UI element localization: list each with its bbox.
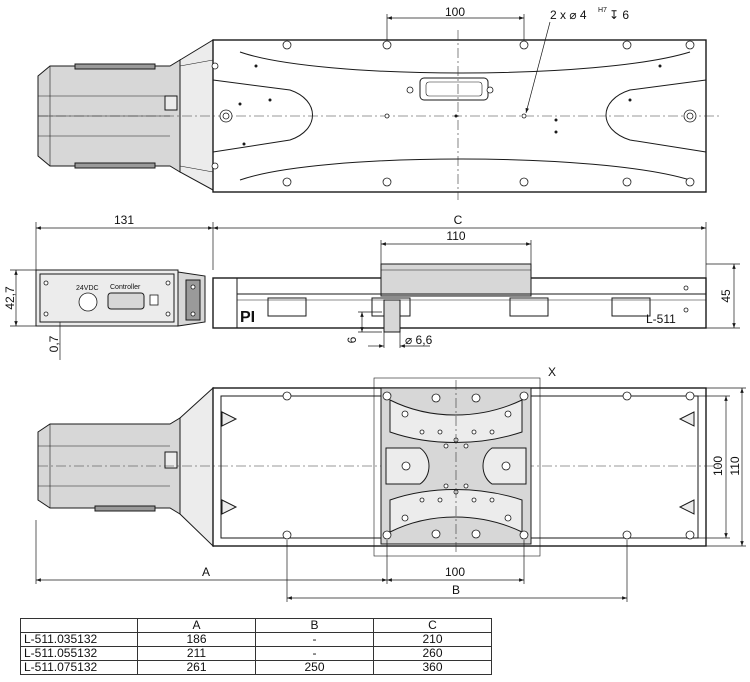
top-view: 100 2 x ⌀ 4 H7 ↧ 6 xyxy=(37,5,720,200)
dim-0-7-label: 0,7 xyxy=(47,335,61,352)
dim-42-7-label: 42,7 xyxy=(3,286,17,310)
carriage: X xyxy=(373,365,556,557)
dim-110-right-label: 110 xyxy=(728,456,742,475)
side-view: 131 C 110 24VDC Controller xyxy=(3,213,740,360)
motor-housing-top xyxy=(37,39,214,191)
table-cell-A: 261 xyxy=(137,660,256,675)
base-plate-top xyxy=(38,30,720,200)
table-row: L-511.055132 211 - 260 xyxy=(20,646,492,661)
hole-callout: 2 x ⌀ 4 H7 ↧ 6 xyxy=(525,7,629,114)
table-cell-A: 186 xyxy=(137,632,256,647)
dim-45-label: 45 xyxy=(719,289,733,303)
dim-bore-label: ⌀ 6,6 xyxy=(405,333,433,347)
dimension-table: A B C L-511.035132 186 - 210 L-511.05513… xyxy=(20,618,492,675)
table-row: L-511.035132 186 - 210 xyxy=(20,632,492,647)
hole-callout-label: 2 x ⌀ 4 xyxy=(550,8,587,22)
table-header-C: C xyxy=(373,618,492,633)
table-cell-C: 210 xyxy=(373,632,492,647)
dim-100-bottom-label: 100 xyxy=(445,565,465,579)
bottom-view: X A 100 B 100 110 xyxy=(35,365,746,602)
table-cell-C: 360 xyxy=(373,660,492,675)
motor-housing-bottom xyxy=(37,386,214,548)
table-cell-B: 250 xyxy=(255,660,374,675)
hole-callout-tolerance: H7 xyxy=(598,7,607,14)
stage-body-side: PI L-511 xyxy=(212,263,707,333)
table-cell-B: - xyxy=(255,646,374,661)
hole-callout-depth: ↧ 6 xyxy=(609,8,629,22)
model-label: L-511 xyxy=(646,312,676,326)
table-header-row: A B C xyxy=(20,618,492,633)
table-cell-model: L-511.035132 xyxy=(20,632,138,647)
detail-marker-X: X xyxy=(548,365,556,379)
table-header-A: A xyxy=(137,618,256,633)
base-plate-bottom xyxy=(38,387,720,547)
power-label: 24VDC xyxy=(76,285,99,292)
table-cell-A: 211 xyxy=(137,646,256,661)
table-header-blank xyxy=(20,618,138,633)
table-header-B: B xyxy=(255,618,374,633)
table-cell-C: 260 xyxy=(373,646,492,661)
dim-C-label: C xyxy=(454,213,463,227)
table-cell-B: - xyxy=(255,632,374,647)
dim-6-label: 6 xyxy=(345,336,359,343)
dim-100-right-label: 100 xyxy=(711,456,725,476)
dim-A-label: A xyxy=(202,565,210,579)
table-cell-model: L-511.075132 xyxy=(20,660,138,675)
table-row: L-511.075132 261 250 360 xyxy=(20,660,492,675)
dim-131-label: 131 xyxy=(114,213,134,227)
dim-110-label: 110 xyxy=(446,229,465,243)
dim-100-top-label: 100 xyxy=(445,5,465,19)
pi-logo: PI xyxy=(240,309,255,326)
dim-100-top: 100 xyxy=(386,5,525,40)
controller-label: Controller xyxy=(110,284,141,291)
controller-box: 24VDC Controller xyxy=(35,269,206,327)
dim-B-label: B xyxy=(452,583,460,597)
table-cell-model: L-511.055132 xyxy=(20,646,138,661)
